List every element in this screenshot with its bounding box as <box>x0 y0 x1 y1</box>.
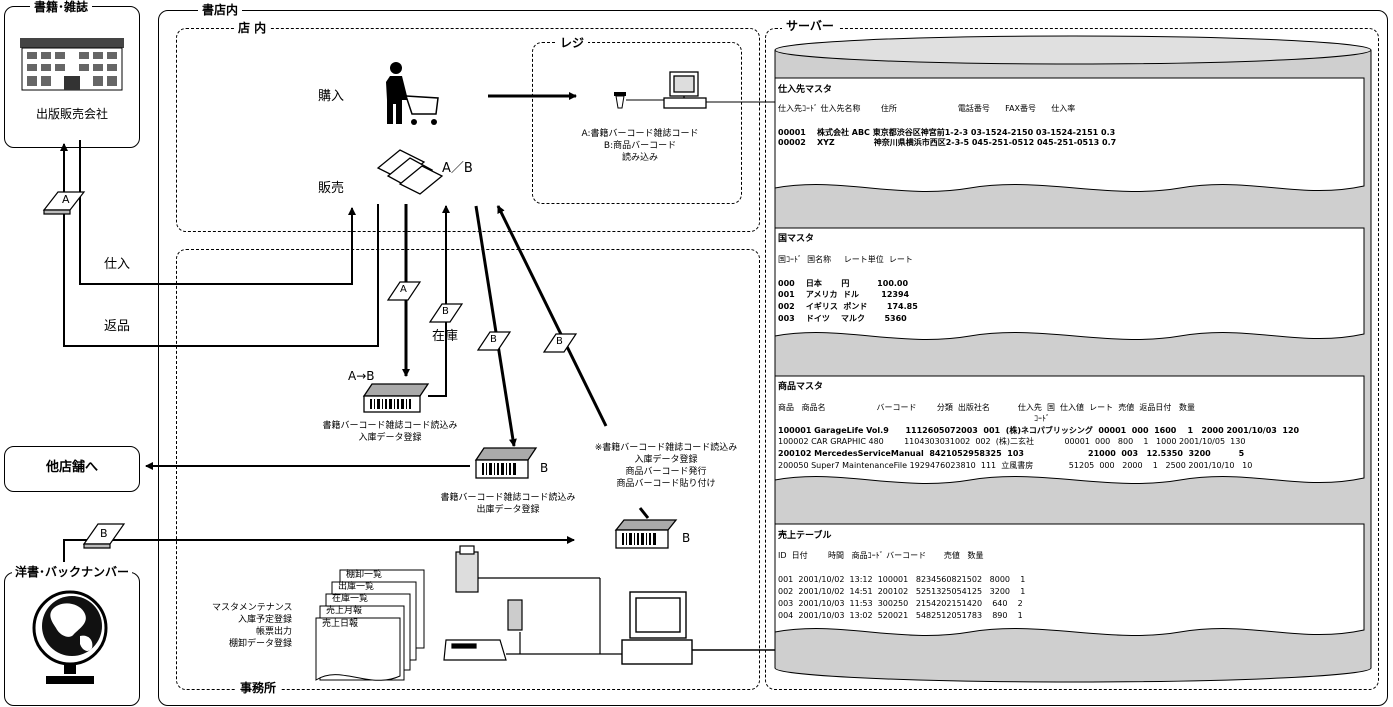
country-sheet <box>774 227 1365 340</box>
office-task: マスタメンテナンス <box>212 603 293 613</box>
doc-label: 出庫一覧 <box>338 582 375 592</box>
server-area <box>765 28 1379 690</box>
register-caption-line: 読み込み <box>621 153 658 163</box>
doc-label: 在庫一覧 <box>332 594 369 604</box>
purchase-label: 購入 <box>318 89 345 104</box>
publisher-header: 書籍･雑誌 <box>30 1 93 13</box>
shukko-caption-line: 書籍バーコード雑誌コード読込み <box>440 493 576 503</box>
sales-title: 売上テーブル <box>778 531 832 541</box>
product-row: 200102 MercedesServiceManual 84210529583… <box>778 449 1245 458</box>
bookstore-title: 書店内 <box>198 4 243 16</box>
office-task: 棚卸データ登録 <box>228 639 292 649</box>
office-printer-icon <box>443 545 624 661</box>
label-caption: ※書籍バーコード雑誌コード読込み 入庫データ登録 商品バーコード発行 商品バーコ… <box>586 442 746 490</box>
country-row: 002 イギリス ポンド 174.85 <box>778 302 918 311</box>
product-sheet <box>774 375 1365 484</box>
label-caption-line: 商品バーコード発行 <box>625 467 707 477</box>
supplier-header: 仕入先ｺｰﾄﾞ 仕入先名称 住所 電話番号 FAX番号 仕入率 <box>778 104 1076 113</box>
sales-row: 002 2001/10/02 14:51 200102 525132505412… <box>778 587 1026 596</box>
office-title: 事務所 <box>236 682 281 694</box>
tag-b-zaiko: B <box>442 306 449 317</box>
doc-label: 売上月報 <box>326 606 363 616</box>
register-scanner-icon <box>614 92 626 109</box>
shiire-label: 仕入 <box>104 257 131 272</box>
ab-label: A／B <box>442 161 473 176</box>
globe-icon <box>32 590 108 684</box>
register-title: レジ <box>556 37 589 49</box>
sales-sheet <box>774 523 1365 636</box>
product-row: 100002 CAR GRAPHIC 480 1104303031002 002… <box>778 437 1246 446</box>
nyuko-caption-line: 入庫データ登録 <box>358 433 422 443</box>
nyuko-caption: 書籍バーコード雑誌コード読込み 入庫データ登録 <box>310 420 470 444</box>
supplier-title: 仕入先マスタ <box>778 85 833 95</box>
sales-row: 003 2001/10/03 11:53 300250 215420215142… <box>778 599 1023 608</box>
document-stack <box>315 569 425 681</box>
server-title: サーバー <box>782 20 838 32</box>
label-printer-icon <box>614 519 678 549</box>
supplier-sheet <box>774 77 1365 192</box>
office-task: 入庫予定登録 <box>237 615 292 625</box>
printer-b-label: B <box>682 531 691 545</box>
publisher-name: 出版販売会社 <box>35 107 108 121</box>
sale-label: 販売 <box>318 181 345 196</box>
a-to-b-label: A→B <box>348 369 375 383</box>
product-title: 商品マスタ <box>778 382 824 392</box>
foreign-header: 洋書･バックナンバー <box>12 566 133 578</box>
country-header: 国ｺｰﾄﾞ 国名称 レート単位 レート <box>778 255 913 264</box>
office-area <box>176 249 760 690</box>
sales-row: 001 2001/10/02 13:12 100001 823456082150… <box>778 575 1026 584</box>
sales-header: ID 日付 時間 商品ｺｰﾄﾞ バーコード 売値 数量 <box>778 551 984 560</box>
supplier-row: 00002 XYZ 神奈川県横浜市西区2-3-5 045-251-0512 04… <box>778 138 1117 147</box>
country-title: 国マスタ <box>778 234 815 244</box>
shopper-icon <box>386 62 439 125</box>
store-title: 店 内 <box>234 22 271 34</box>
product-row: 200050 Super7 MaintenanceFile 1929476023… <box>778 461 1253 470</box>
supplier-row: 00001 株式会社 ABC 東京都渋谷区神宮前1-2-3 03-1524-21… <box>778 128 1116 137</box>
doc-label: 売上日報 <box>322 619 359 629</box>
store-area <box>176 28 760 232</box>
nyuko-reader-icon <box>362 383 430 413</box>
henpin-label: 返品 <box>104 319 131 334</box>
office-pc-icon <box>621 591 775 665</box>
register-pc-icon <box>663 71 707 109</box>
tag-b-foreign: B <box>100 527 108 540</box>
other-store-box[interactable] <box>4 446 140 492</box>
tag-b-down: B <box>490 334 497 345</box>
tag-cards <box>42 191 578 549</box>
zaiko-label: 在庫 <box>432 329 459 344</box>
register-caption-line: A:書籍バーコード雑誌コード <box>581 129 699 139</box>
register-area <box>532 42 742 204</box>
shukko-caption: 書籍バーコード雑誌コード読込み 出庫データ登録 <box>428 492 588 516</box>
other-store-label: 他店舗へ <box>45 460 98 475</box>
product-header: 商品 商品名 バーコード 分類 出版社名 仕入先 国 仕入値 レート 売値 返品… <box>778 403 1195 412</box>
tag-a-store: A <box>400 284 407 295</box>
shukko-reader-icon <box>474 447 538 479</box>
tag-a-publisher: A <box>62 193 70 206</box>
doc-label: 棚卸一覧 <box>346 570 383 580</box>
label-caption-line: 商品バーコード貼り付け <box>616 479 716 489</box>
books-icon <box>376 149 444 195</box>
product-row: 100001 GarageLife Vol.9 1112605072003 00… <box>778 426 1300 435</box>
label-caption-line: 入庫データ登録 <box>634 455 698 465</box>
office-task: 帳票出力 <box>255 627 292 637</box>
tag-b-up: B <box>556 336 563 347</box>
nyuko-caption-line: 書籍バーコード雑誌コード読込み <box>322 421 458 431</box>
building-icon <box>20 38 124 91</box>
office-tasks: マスタメンテナンス 入庫予定登録 帳票出力 棚卸データ登録 <box>212 602 293 650</box>
country-row: 000 日本 円 100.00 <box>778 279 909 288</box>
register-caption-line: B:商品バーコード <box>603 141 677 151</box>
shukko-caption-line: 出庫データ登録 <box>476 505 540 515</box>
country-row: 001 アメリカ ドル 12394 <box>778 290 910 299</box>
label-caption-line: ※書籍バーコード雑誌コード読込み <box>594 443 738 453</box>
country-row: 003 ドイツ マルク 5360 <box>778 314 907 323</box>
sales-row: 004 2001/10/03 13:02 520021 548251205178… <box>778 611 1023 620</box>
product-header2: ｺｰﾄﾞ <box>1034 414 1050 423</box>
shukko-b-label: B <box>540 461 549 475</box>
register-caption: A:書籍バーコード雑誌コード B:商品バーコード 読み込み <box>570 128 710 164</box>
